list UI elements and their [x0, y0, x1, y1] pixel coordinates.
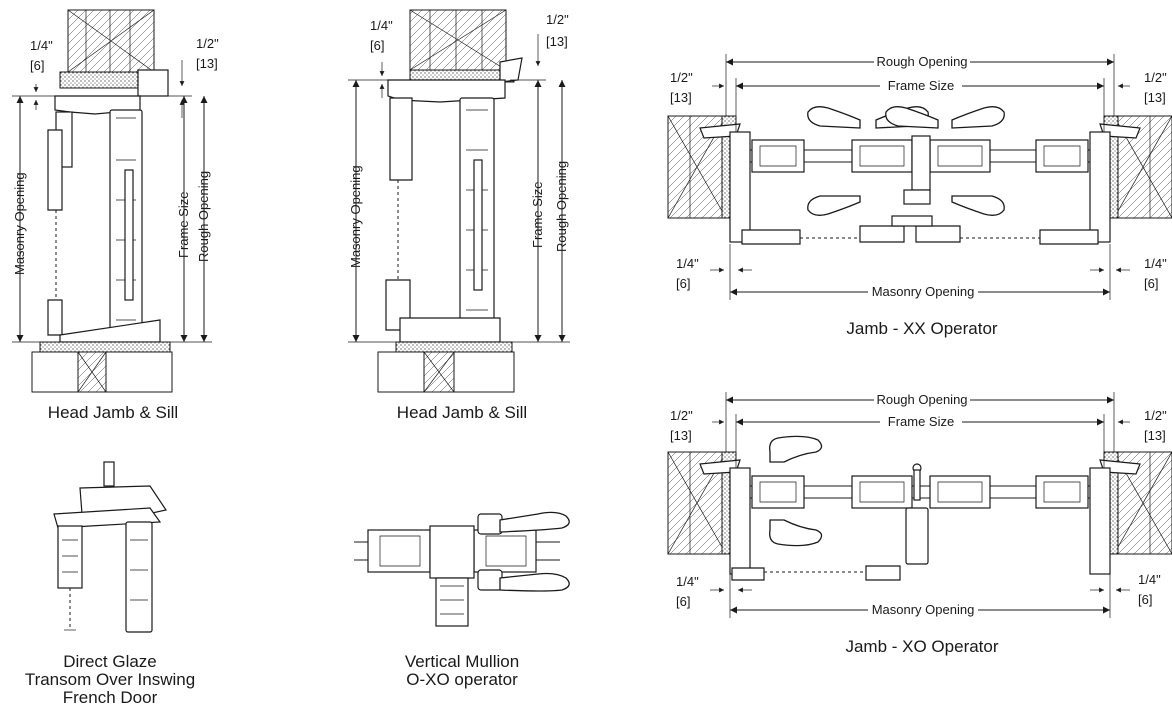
vertical-mullion-drawing: Vertical Mullion O-XO operator: [354, 511, 570, 689]
subfloor: [39, 341, 171, 353]
label-quarter-in-left: 1/4": [676, 574, 699, 589]
label-quarter-mm-left: [6]: [676, 276, 690, 291]
direct-glaze-transom-drawing: Direct Glaze Transom Over Inswing French…: [25, 461, 195, 705]
label-frame-size: Frame Size: [888, 78, 954, 93]
label-frame-size: Frame Size: [530, 182, 545, 248]
label-half-in: 1/2": [196, 36, 219, 51]
label-masonry-opening: Masonry Opening: [348, 165, 363, 268]
jamb-xo-operator-drawing: Rough Opening Frame Size Masonry Opening…: [667, 392, 1172, 656]
label-quarter-in-right: 1/4": [1144, 256, 1167, 271]
jamb-xx-operator-drawing: Rough Opening Frame Size Masonry Opening…: [667, 54, 1172, 338]
label-quarter-in: 1/4": [30, 38, 53, 53]
head-jamb-sill-drawing-1: Masonry Opening Frame Size Rough Opening…: [12, 9, 219, 422]
label-half-mm: [13]: [196, 56, 218, 71]
caption-direct-glaze-3: French Door: [63, 688, 158, 705]
label-half-mm: [13]: [546, 34, 568, 49]
label-quarter-mm: [6]: [30, 58, 44, 73]
caption-jamb-xo: Jamb - XO Operator: [845, 637, 998, 656]
label-quarter-in-right: 1/4": [1138, 572, 1161, 587]
caption-vertical-mullion-2: O-XO operator: [406, 670, 518, 689]
label-quarter-in: 1/4": [370, 18, 393, 33]
label-rough-opening: Rough Opening: [196, 171, 211, 262]
head-jamb-sill-drawing-2: Masonry Opening Frame Size Rough Opening…: [348, 9, 570, 422]
label-quarter-in-left: 1/4": [676, 256, 699, 271]
subfloor: [395, 341, 513, 353]
sill: [399, 317, 501, 343]
label-half-in-right: 1/2": [1144, 70, 1167, 85]
label-masonry-opening: Masonry Opening: [872, 602, 975, 617]
caption-jamb-xx: Jamb - XX Operator: [846, 319, 998, 338]
label-frame-size: Frame Size: [176, 192, 191, 258]
glazing: [124, 169, 134, 301]
label-masonry-opening: Masonry Opening: [872, 284, 975, 299]
label-rough-opening: Rough Opening: [876, 392, 967, 407]
label-quarter-mm: [6]: [370, 38, 384, 53]
caption-vertical-mullion-1: Vertical Mullion: [405, 652, 519, 671]
caption-direct-glaze-2: Transom Over Inswing: [25, 670, 195, 689]
brickmould-head: [137, 69, 169, 97]
label-half-in-left: 1/2": [670, 70, 693, 85]
label-quarter-mm-left: [6]: [676, 594, 690, 609]
caption-head-jamb-sill-2: Head Jamb & Sill: [397, 403, 527, 422]
label-rough-opening: Rough Opening: [554, 161, 569, 252]
label-half-mm-left: [13]: [670, 90, 692, 105]
label-half-mm-right: [13]: [1144, 428, 1166, 443]
label-quarter-mm-right: [6]: [1138, 592, 1152, 607]
label-frame-size: Frame Size: [888, 414, 954, 429]
label-quarter-mm-right: [6]: [1144, 276, 1158, 291]
caption-head-jamb-sill-1: Head Jamb & Sill: [48, 403, 178, 422]
label-masonry-opening: Masonry Opening: [12, 172, 27, 275]
caption-direct-glaze-1: Direct Glaze: [63, 652, 157, 671]
label-half-mm-right: [13]: [1144, 90, 1166, 105]
label-rough-opening: Rough Opening: [876, 54, 967, 69]
label-half-in-right: 1/2": [1144, 408, 1167, 423]
label-half-in: 1/2": [546, 12, 569, 27]
label-half-in-left: 1/2": [670, 408, 693, 423]
label-half-mm-left: [13]: [670, 428, 692, 443]
